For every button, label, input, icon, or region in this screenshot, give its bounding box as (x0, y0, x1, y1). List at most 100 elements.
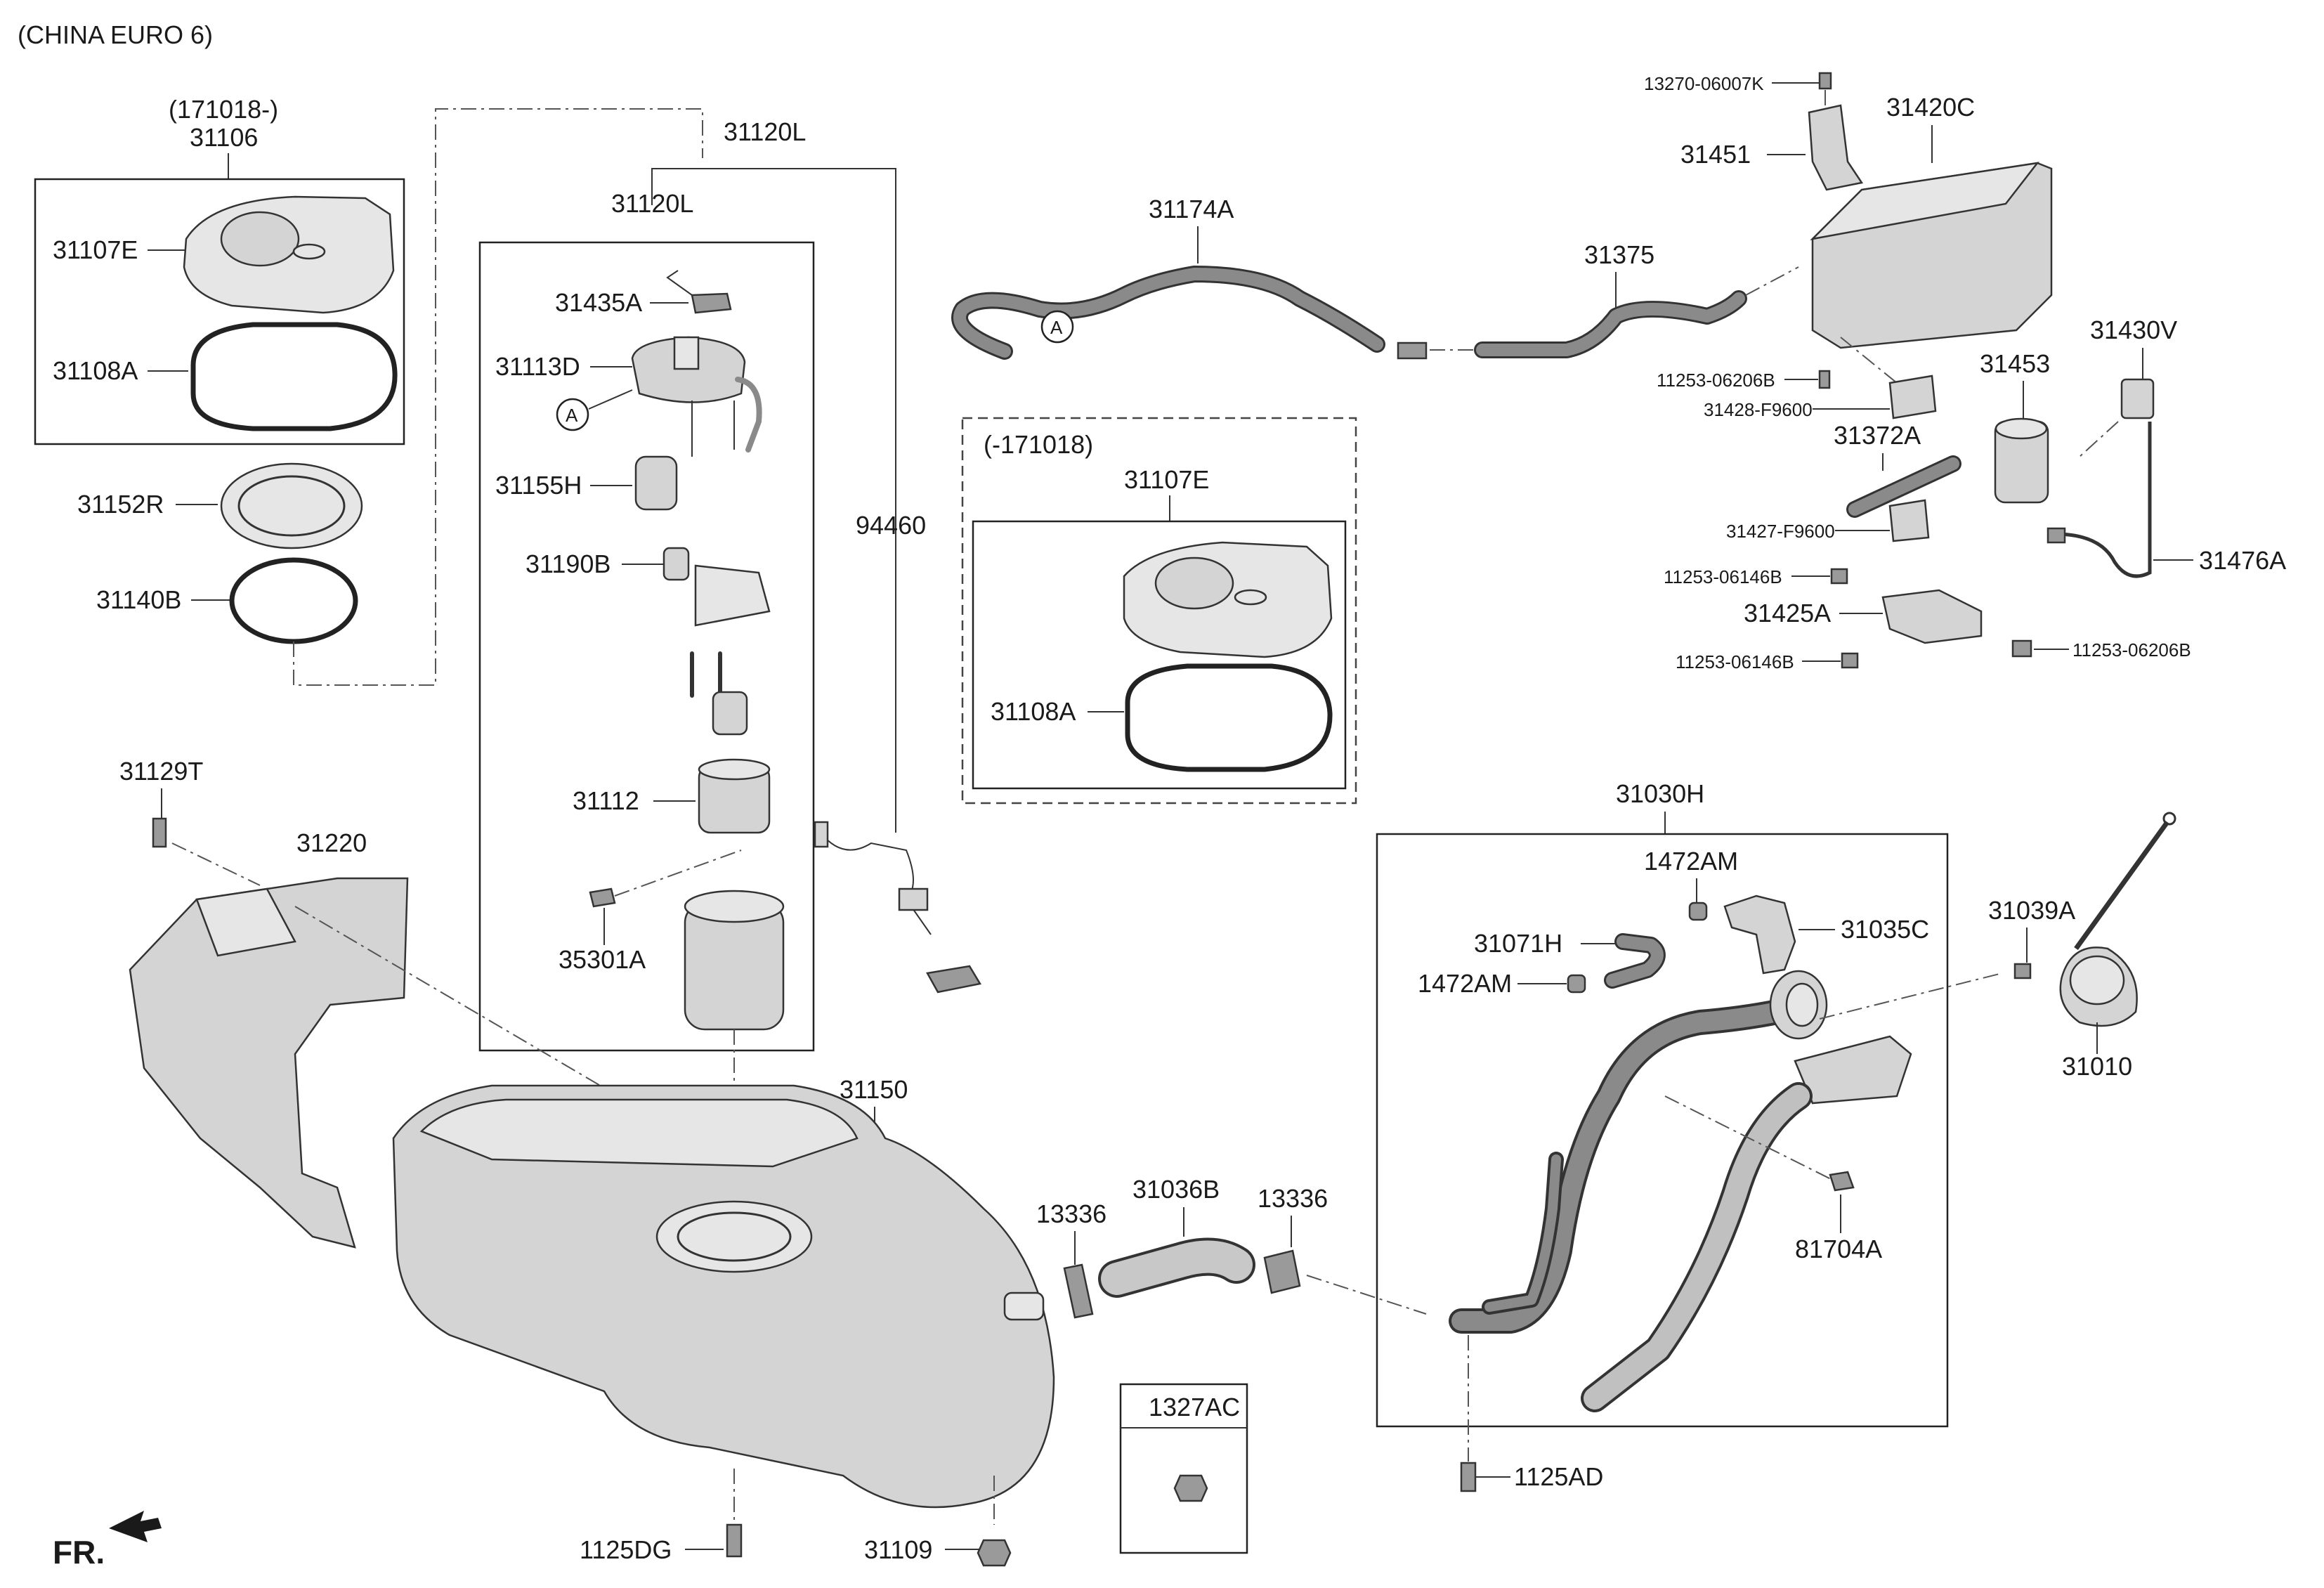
tank-filler-port (1003, 1291, 1045, 1321)
label-81704a: 81704A (1795, 1235, 1882, 1263)
reservoir-gasket (190, 322, 398, 431)
label-31453: 31453 (1980, 349, 2050, 378)
filler-hose (1101, 1240, 1253, 1295)
label-11253-06206b-b: 11253-06206B (2072, 639, 2191, 660)
reservoir-kit-old-group: (-171018) 31107E 31108A (961, 417, 1357, 805)
bolt-31129t (152, 817, 167, 848)
filler-neck-bracket (1723, 894, 1796, 975)
vapor-hose-group: 31174A A 31375 (951, 195, 1799, 360)
purge-wiring (2054, 422, 2152, 578)
label-31155h: 31155H (495, 471, 582, 500)
reservoir-kit-new-group: (171018-) 31106 31107E 31108A 31152R 311… (34, 95, 703, 686)
reservoir-cover-port-old (1154, 557, 1234, 610)
label-31108a-b: 31108A (991, 697, 1076, 726)
label-94460: 94460 (856, 511, 926, 540)
label-1125ad: 1125AD (1514, 1462, 1603, 1491)
fuel-tank-top (419, 1098, 859, 1168)
clip-81704a (1829, 1171, 1855, 1192)
callout-a-hose-letter: A (1050, 317, 1063, 338)
filler-hose-dashline (1306, 1275, 1427, 1315)
callout-a-pump-letter: A (566, 405, 578, 426)
label-11253-06206b-a: 11253-06206B (1657, 370, 1775, 391)
module-bracket (1888, 499, 1930, 542)
label-31109: 31109 (864, 1535, 932, 1564)
leak-check-module-top (1995, 417, 2048, 440)
label-31451: 31451 (1680, 140, 1751, 169)
bolt-11253-06206b-a (1818, 370, 1831, 389)
cap-tether (2074, 820, 2169, 951)
nut-box (1119, 1383, 1248, 1554)
label-31039a: 31039A (1988, 896, 2075, 925)
tank-pump-opening-ring (677, 1211, 792, 1262)
fuel-cap-group: 31039A 31010 (1988, 812, 2176, 1081)
label-31174a: 31174A (1149, 195, 1234, 223)
reservoir-kit-box (34, 178, 405, 445)
label-31108a-a: 31108A (53, 356, 138, 385)
reservoir-kit-range-label: (171018-) (169, 95, 278, 124)
reservoir-cover-port (220, 211, 300, 267)
pump-motor (712, 691, 748, 736)
check-valve (662, 547, 690, 581)
reservoir-kit-old-dashed-box (961, 417, 1357, 805)
sensor-wire (666, 270, 693, 296)
heat-shield-face (195, 887, 296, 957)
fuel-tank (392, 1084, 1055, 1509)
bolt-11253-06146b-b (1841, 652, 1859, 669)
filler-neck-box (1376, 833, 1949, 1428)
callout-a-pump-leader (588, 389, 633, 410)
vapor-hose (953, 268, 1383, 358)
label-35301a: 35301A (559, 945, 646, 974)
reservoir-kit-old-box (972, 520, 1347, 790)
bolt-13270 (1818, 72, 1832, 90)
sender-harness-group: 94460 (814, 511, 981, 994)
flange-outlet (673, 336, 700, 370)
filler-mount-bolt-group: 1125AD (1460, 1462, 1603, 1492)
label-13336-b: 13336 (1258, 1184, 1328, 1213)
label-1472am-a: 1472AM (1644, 847, 1738, 876)
sender-connector (589, 887, 616, 908)
nut-box-label: 1327AC (1149, 1393, 1240, 1421)
clip-1472am-a (1688, 902, 1708, 921)
label-11253-06146b-a: 11253-06146B (1664, 566, 1782, 587)
fuel-cap-grip (2069, 955, 2125, 1005)
bolt-1125ad (1460, 1462, 1477, 1492)
label-31435a: 31435A (555, 288, 642, 317)
bolt-11253-06206b-b (2011, 639, 2032, 658)
sender-float-arm (898, 887, 929, 911)
sender-float (926, 965, 981, 994)
heat-shield (129, 877, 409, 1249)
market-note: (CHINA EURO 6) (18, 20, 213, 49)
reservoir-kit-old-range-label: (-171018) (984, 430, 1093, 459)
pump-assembly-bracket (651, 168, 896, 833)
reservoir-cover-plate-old (1123, 541, 1333, 658)
label-31140b: 31140B (96, 585, 181, 614)
label-31190b: 31190B (525, 549, 611, 578)
label-1125dg: 1125DG (580, 1535, 672, 1564)
label-31107e-a: 31107E (53, 235, 138, 264)
label-31010: 31010 (2062, 1052, 2132, 1081)
bolt-1125dg (726, 1523, 743, 1558)
vapor-hose-connector (1397, 341, 1428, 360)
o-ring-seal (229, 557, 358, 644)
breather-hose (1606, 935, 1664, 987)
fuel-filter (634, 455, 678, 511)
filler-neck-tube-outline (1449, 999, 1790, 1334)
label-31129t: 31129T (119, 757, 203, 786)
filter-cover (1881, 589, 1983, 644)
label-31113d: 31113D (495, 352, 580, 381)
tank-hardware-group: 1125DG 31109 1327AC (580, 1383, 1248, 1567)
pressure-sensor (691, 292, 732, 314)
bolt-11253-06146b-a (1830, 568, 1848, 585)
purge-valve (2120, 378, 2155, 419)
filler-neck-inlet-bore (1785, 982, 1819, 1027)
label-31420c: 31420C (1886, 93, 1975, 122)
reservoir-gasket-old (1125, 663, 1333, 772)
filler-return-tube (1484, 1154, 1561, 1312)
hose-clamp-a (1063, 1263, 1094, 1319)
bolt-31129t-dashline (171, 842, 261, 886)
sender-dashline (614, 850, 742, 897)
sender-wire (820, 832, 932, 935)
fuel-reservoir-cup-top (684, 890, 785, 923)
filler-neck-tube (1451, 1002, 1787, 1331)
heat-shield-group: 31129T 31220 (119, 757, 619, 1249)
